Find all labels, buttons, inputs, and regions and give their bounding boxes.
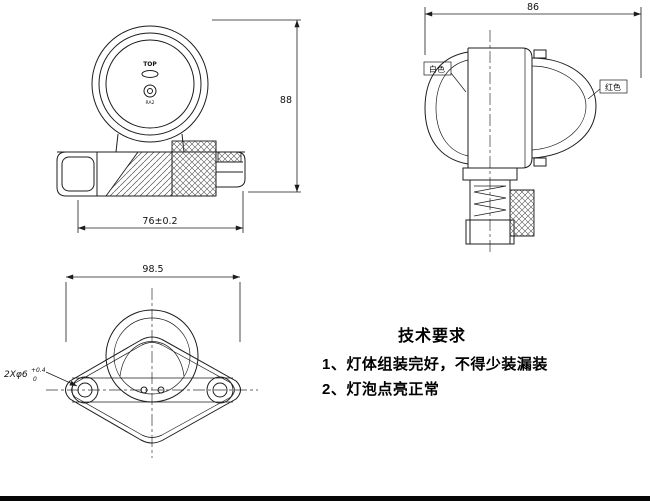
lamp-head-front xyxy=(91,25,209,143)
base-bracket-front xyxy=(56,140,246,197)
mounting-hole-left xyxy=(71,376,99,404)
front-view: TOP RA2 76± xyxy=(56,19,301,233)
hole-callout-leader xyxy=(45,371,78,387)
side-dim-width xyxy=(424,7,642,78)
top-dim-width xyxy=(65,274,241,342)
front-dim-width xyxy=(77,191,244,233)
top-view: 2Xφ6 +0.4 0 98.5 xyxy=(4,264,258,458)
white-color-label: 白色 xyxy=(429,64,445,74)
bulb-marking: RA2 xyxy=(146,100,155,106)
front-dim-height-label: 88 xyxy=(280,95,292,106)
lamp-dome-top xyxy=(105,309,199,403)
top-dim-width-label: 98.5 xyxy=(142,264,163,275)
top-label: TOP xyxy=(143,61,157,68)
red-dome-side xyxy=(531,49,597,167)
white-color-callout xyxy=(423,61,467,93)
hole-callout: 2Xφ6 +0.4 0 xyxy=(4,365,48,383)
mounting-hole-right xyxy=(206,376,234,404)
tech-requirement-item-2: 2、灯泡点亮正常 xyxy=(322,381,440,398)
tech-requirements-title: 技术要求 xyxy=(398,328,467,345)
tech-requirement-item-1: 1、灯体组装完好，不得少装漏装 xyxy=(322,356,548,373)
bottom-border xyxy=(0,496,650,501)
red-color-label: 红色 xyxy=(605,82,621,92)
side-view: 白色 红色 86 xyxy=(423,2,642,252)
red-color-callout xyxy=(587,79,628,100)
white-lens-side xyxy=(424,48,469,168)
front-dim-width-label: 76±0.2 xyxy=(142,216,177,227)
stem-and-spring-side xyxy=(462,167,535,245)
center-pins xyxy=(140,386,165,394)
front-dim-height xyxy=(212,19,301,193)
lamp-housing-side xyxy=(468,47,533,169)
tech-requirements: 技术要求 1、灯体组装完好，不得少装漏装 2、灯泡点亮正常 xyxy=(322,322,637,402)
side-dim-width-label: 86 xyxy=(527,2,539,13)
